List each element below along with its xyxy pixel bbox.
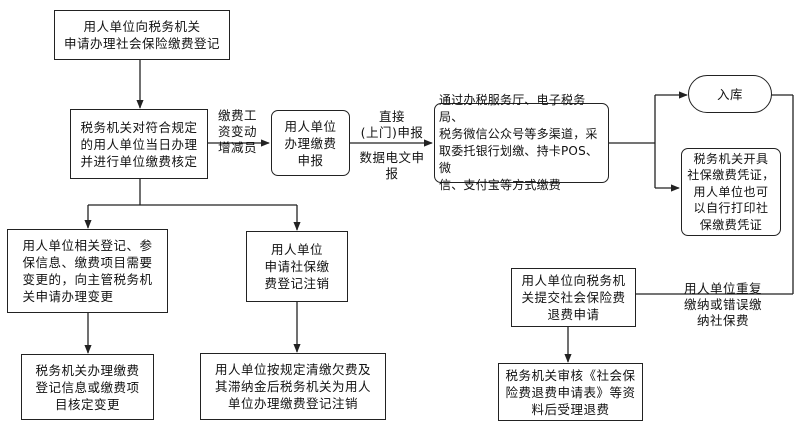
node-refund-apply: 用人单位向税务机 关提交社会保险费 退费申请	[511, 268, 636, 327]
node-cancel-apply: 用人单位 申请社保缴 费登记注销	[246, 231, 348, 302]
node-payment-channels: 通过办税服务厅、电子税务局、 税务微信公众号等多渠道，采 取委托银行划缴、持卡P…	[434, 93, 609, 192]
node-cancel-handle: 用人单位按规定清缴欠费及 其滞纳金后税务机关为用人 单位办理缴费登记注销	[200, 353, 386, 420]
label-electronic-declare: 数据电文申 报	[359, 150, 425, 181]
node-cancel-apply-text: 用人单位 申请社保缴 费登记注销	[264, 242, 330, 291]
node-refund-review-text: 税务机关审核《社会保 险费退费申请表》等资 料后受理退费	[505, 367, 636, 417]
label-direct-declare: 直接 (上门)申报	[360, 109, 424, 140]
node-change-handle-text: 税务机关办理缴费 登记信息或缴费项 目核定变更	[35, 362, 140, 412]
node-registration-apply-text: 用人单位向税务机关 申请办理社会保险缴费登记	[63, 19, 220, 51]
node-refund-review: 税务机关审核《社会保 险费退费申请表》等资 料后受理退费	[498, 363, 643, 421]
label-duplicate-payment: 用人单位重复 缴纳或错误缴 纳社保费	[683, 281, 762, 328]
node-issue-certificate-text: 税务机关开具 社保缴费凭证， 用人单位也可 以自行打印社 保缴费凭证	[687, 151, 775, 232]
node-registration-apply: 用人单位向税务机关 申请办理社会保险缴费登记	[54, 10, 230, 60]
node-unit-declare-text: 用人单位 办理缴费 申报	[284, 118, 337, 168]
node-into-treasury-text: 入库	[716, 86, 743, 102]
node-issue-certificate: 税务机关开具 社保缴费凭证， 用人单位也可 以自行打印社 保缴费凭证	[681, 148, 781, 236]
node-change-apply-text: 用人单位相关登记、参 保信息、缴费项目需要 变更的，向主管税务机 关申请办理变更	[22, 238, 153, 304]
node-unit-declare: 用人单位 办理缴费 申报	[271, 110, 350, 176]
node-change-handle: 税务机关办理缴费 登记信息或缴费项 目核定变更	[21, 354, 154, 420]
node-into-treasury: 入库	[688, 75, 772, 113]
node-payment-channels-text: 通过办税服务厅、电子税务局、 税务微信公众号等多渠道，采 取委托银行划缴、持卡P…	[439, 93, 599, 192]
label-payroll-change: 缴费工 资变动 增减员	[218, 108, 258, 155]
node-cancel-handle-text: 用人单位按规定清缴欠费及 其滞纳金后税务机关为用人 单位办理缴费登记注销	[214, 362, 371, 411]
node-tax-check: 税务机关对符合规定 的用人单位当日办理 并进行单位缴费核定	[70, 109, 208, 179]
node-change-apply: 用人单位相关登记、参 保信息、缴费项目需要 变更的，向主管税务机 关申请办理变更	[7, 229, 168, 313]
node-refund-apply-text: 用人单位向税务机 关提交社会保险费 退费申请	[521, 273, 626, 322]
node-tax-check-text: 税务机关对符合规定 的用人单位当日办理 并进行单位缴费核定	[80, 119, 198, 169]
